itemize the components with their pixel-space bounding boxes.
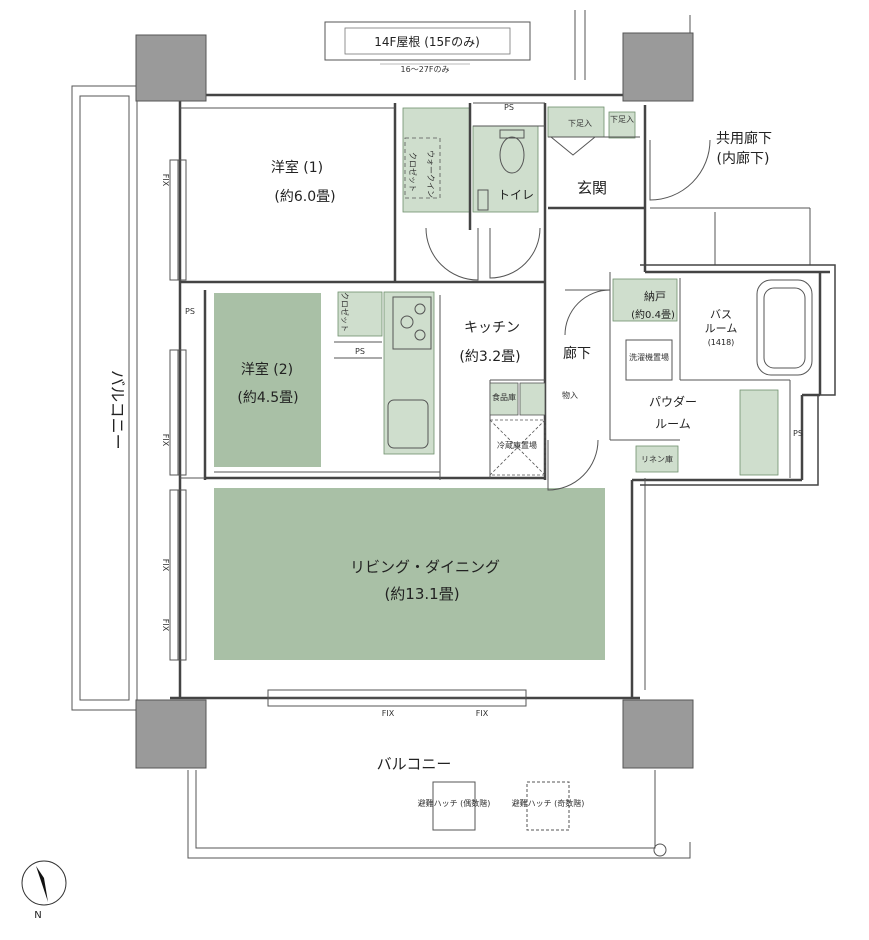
door-swings [425,136,711,491]
fridge-icon [489,419,546,476]
evacuation-hatches [432,781,570,831]
walk-in-label-1: ウォークイン [426,150,435,198]
sink-icon [387,399,429,449]
fix-label-4: FIX [161,619,170,632]
compass-circle [21,860,67,906]
walk-in-label-2: クロゼット [408,152,418,192]
corridor-label: 共用廊下 (内廊下) [716,130,772,167]
western2-area: (約4.5畳) [237,390,298,406]
walk-in-closet-outline [404,137,441,199]
bath-size: (1418) [708,338,735,347]
compass: N [21,860,67,921]
left-windows [169,159,187,661]
ps-label-left: PS [185,307,195,316]
kitchen-area: (約3.2畳) [459,349,520,365]
room-labels: 洋室 (1) (約6.0畳) 洋室 (2) (約4.5畳) キッチン (約3.2… [237,159,737,603]
roof-label: 14F屋根 (15Fのみ) [374,35,480,49]
fix-label-3: FIX [161,559,170,572]
balcony-left-label: バルコニー [108,370,127,450]
corridor-line1: 共用廊下 [716,130,772,147]
western2-fill [214,293,321,467]
small-labels: PS PS PS PS 下足入 下足入 ウォークイン クロゼット クロゼット 食… [185,103,803,808]
kitchen-storage [489,382,546,416]
fix-label-1: FIX [161,174,170,187]
fix-labels: FIX FIX FIX FIX FIX FIX [161,174,489,718]
roof-note: 16～27Fのみ [401,65,450,74]
western2-name: 洋室 (2) [241,361,293,378]
balcony-bottom-label: バルコニー [377,755,452,773]
hallway-label: 廊下 [563,345,591,362]
storage-name: 納戸 [644,290,666,303]
compass-north: N [34,910,41,921]
western1-area: (約6.0畳) [274,189,335,205]
toilet-label: トイレ [498,188,534,202]
closet-label: クロゼット [340,292,350,332]
ps-label-kitchen: PS [355,347,365,356]
columns [135,32,694,769]
washer-icon [625,339,673,381]
pantry-label: 食品庫 [492,392,516,402]
powder-1: パウダー [649,394,697,409]
stove-icon [392,296,432,350]
shoe-box-2: 下足入 [610,115,634,124]
ps-label-top: PS [504,103,514,112]
western1-name: 洋室 (1) [271,159,323,176]
bath-name-2: ルーム [705,322,738,335]
living-name: リビング・ダイニング [350,558,500,576]
kitchen-name: キッチン [464,320,520,336]
bottom-windows [267,689,527,707]
ps-label-right: PS [793,429,803,438]
hatch-even-label: 避難ハッチ (偶数階) [418,798,491,808]
balcony-left-outline [71,85,138,711]
roof-box: 14F屋根 (15Fのみ) 16～27Fのみ [324,21,531,74]
north-arrow-icon [36,866,48,902]
fridge-label: 冷蔵庫置場 [497,440,537,450]
shoe-box-1: 下足入 [568,119,592,128]
storage-area: (約0.4畳) [631,308,675,321]
powder-2: ルーム [655,417,691,431]
entrance-label: 玄関 [577,179,607,197]
living-fill [214,488,605,660]
toilet-icon [477,129,525,211]
fixtures [337,106,779,476]
bathtub-icon [756,279,813,376]
balcony-bottom-outline [187,770,691,859]
linen-label: リネン庫 [641,454,673,464]
hatch-odd-label: 避難ハッチ (奇数階) [512,798,585,808]
living-area: (約13.1畳) [384,585,459,603]
washer-label: 洗濯機置場 [629,352,669,362]
fix-label-2: FIX [161,434,170,447]
outer-wall-right [640,264,836,486]
fix-label-5: FIX [382,709,395,718]
bath-name-1: バス [710,308,732,321]
fix-label-6: FIX [476,709,489,718]
corridor-line2: (内廊下) [717,150,770,167]
goods-label: 物入 [562,390,578,400]
